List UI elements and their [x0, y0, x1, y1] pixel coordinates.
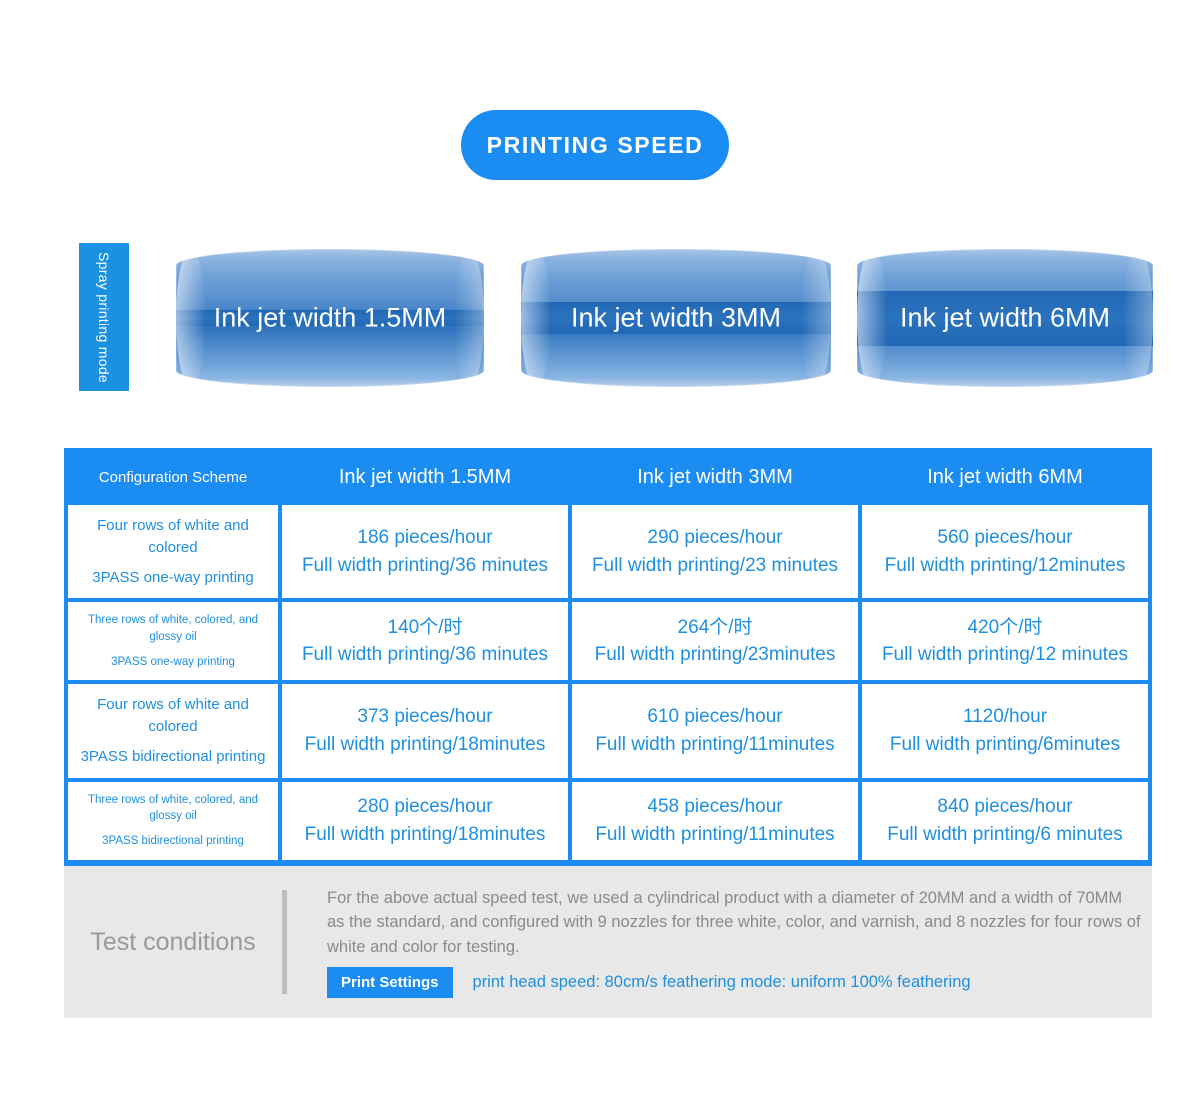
- speed-full-width-time: Full width printing/23 minutes: [591, 554, 839, 576]
- speed-full-width-time: Full width printing/12minutes: [884, 554, 1126, 576]
- scheme-line-1: Three rows of white, colored, and glossy…: [87, 614, 259, 643]
- cell-configuration-scheme: Three rows of white, colored, and glossy…: [68, 781, 278, 860]
- spray-printing-mode-text: Spray printing mode: [96, 251, 112, 383]
- page-title-badge: PRINTING SPEED: [461, 110, 729, 180]
- test-conditions-paragraph: For the above actual speed test, we used…: [327, 889, 1141, 956]
- cylinder-label: Ink jet width 3MM: [570, 302, 782, 333]
- header-inkjet-1-5mm: Ink jet width 1.5MM: [338, 466, 512, 488]
- speed-full-width-time: Full width printing/36 minutes: [301, 554, 549, 576]
- cylinder-right-cap: [801, 249, 831, 387]
- cylinder-right-cap: [1123, 249, 1153, 387]
- scheme-line-2: 3PASS one-way printing: [111, 655, 235, 668]
- speed-rate: 280 pieces/hour: [357, 795, 493, 817]
- speed-full-width-time: Full width printing/11minutes: [595, 823, 835, 845]
- cylinder-left-cap: [176, 249, 206, 387]
- cylinder-right-cap: [454, 249, 484, 387]
- table-row: Four rows of white and colored 3PASS one-…: [68, 505, 1148, 599]
- test-conditions-panel: Test conditions For the above actual spe…: [64, 866, 1152, 1018]
- speed-rate: 264个/时: [677, 616, 753, 638]
- cylinder-inkjet-1-5mm: Ink jet width 1.5MM: [176, 249, 484, 387]
- speed-rate: 610 pieces/hour: [647, 706, 783, 728]
- speed-rate: 840 pieces/hour: [937, 795, 1073, 817]
- header-configuration-scheme: Configuration Scheme: [98, 469, 248, 486]
- print-settings-button[interactable]: Print Settings: [327, 966, 453, 998]
- print-settings-note: print head speed: 80cm/s feathering mode…: [472, 972, 971, 991]
- cylinder-left-cap: [521, 249, 551, 387]
- speed-rate: 140个/时: [387, 616, 463, 638]
- printing-speed-table: Configuration Scheme Ink jet width 1.5MM…: [64, 448, 1152, 868]
- cylinder-print-band: [857, 291, 1153, 346]
- scheme-line-2: 3PASS bidirectional printing: [80, 747, 266, 765]
- cell-speed-1: 264个/时 Full width printing/23minutes: [572, 602, 858, 681]
- cylinder-inkjet-3mm: Ink jet width 3MM: [521, 249, 831, 387]
- speed-rate: 186 pieces/hour: [357, 527, 493, 549]
- panel-divider: [282, 890, 287, 994]
- speed-rate: 458 pieces/hour: [647, 795, 783, 817]
- cylinder-label: Ink jet width 6MM: [899, 302, 1111, 333]
- cell-speed-0: 140个/时 Full width printing/36 minutes: [282, 602, 568, 681]
- page-title: PRINTING SPEED: [486, 131, 704, 158]
- scheme-line-1: Four rows of white and colored: [97, 517, 249, 556]
- table-row: Four rows of white and colored 3PASS bidi…: [68, 684, 1148, 778]
- cylinder-left-cap: [857, 249, 887, 387]
- test-conditions-title: Test conditions: [90, 927, 256, 956]
- speed-full-width-time: Full width printing/18minutes: [304, 823, 546, 845]
- header-inkjet-3mm: Ink jet width 3MM: [637, 466, 793, 488]
- scheme-line-1: Four rows of white and colored: [97, 696, 249, 736]
- spray-printing-mode-label: Spray printing mode: [79, 243, 129, 391]
- print-settings-row: Print Settings print head speed: 80cm/s …: [327, 966, 1142, 998]
- table-header-row: Configuration Scheme Ink jet width 1.5MM…: [68, 452, 1148, 501]
- cylinder-label: Ink jet width 1.5MM: [213, 302, 447, 333]
- scheme-line-2: 3PASS one-way printing: [92, 568, 254, 586]
- cell-configuration-scheme: Four rows of white and colored 3PASS bidi…: [68, 684, 278, 778]
- speed-rate: 1120/hour: [962, 706, 1048, 728]
- speed-full-width-time: Full width printing/36 minutes: [301, 644, 549, 666]
- speed-rate: 560 pieces/hour: [937, 527, 1073, 549]
- speed-full-width-time: Full width printing/6 minutes: [887, 823, 1123, 845]
- cylinder-print-band: [521, 302, 831, 334]
- cell-configuration-scheme: Three rows of white, colored, and glossy…: [68, 602, 278, 681]
- speed-full-width-time: Full width printing/11minutes: [595, 733, 835, 755]
- speed-rate: 290 pieces/hour: [647, 527, 783, 549]
- speed-full-width-time: Full width printing/6minutes: [889, 733, 1121, 755]
- test-conditions-body: For the above actual speed test, we used…: [287, 886, 1152, 998]
- scheme-line-2: 3PASS bidirectional printing: [102, 834, 244, 847]
- speed-rate: 373 pieces/hour: [357, 706, 493, 728]
- cell-configuration-scheme: Four rows of white and colored 3PASS one-…: [68, 505, 278, 599]
- speed-rate: 420个/时: [967, 616, 1043, 638]
- speed-full-width-time: Full width printing/23minutes: [594, 644, 836, 666]
- cylinder-inkjet-6mm: Ink jet width 6MM: [857, 249, 1153, 387]
- cell-speed-2: 420个/时 Full width printing/12 minutes: [862, 602, 1148, 681]
- speed-full-width-time: Full width printing/12 minutes: [881, 644, 1129, 666]
- table-row: Three rows of white, colored, and glossy…: [68, 602, 1148, 681]
- cylinder-print-band: [176, 310, 484, 326]
- table-row: Three rows of white, colored, and glossy…: [68, 781, 1148, 860]
- scheme-line-1: Three rows of white, colored, and glossy…: [87, 793, 259, 823]
- header-inkjet-6mm: Ink jet width 6MM: [927, 466, 1083, 488]
- speed-full-width-time: Full width printing/18minutes: [304, 733, 546, 755]
